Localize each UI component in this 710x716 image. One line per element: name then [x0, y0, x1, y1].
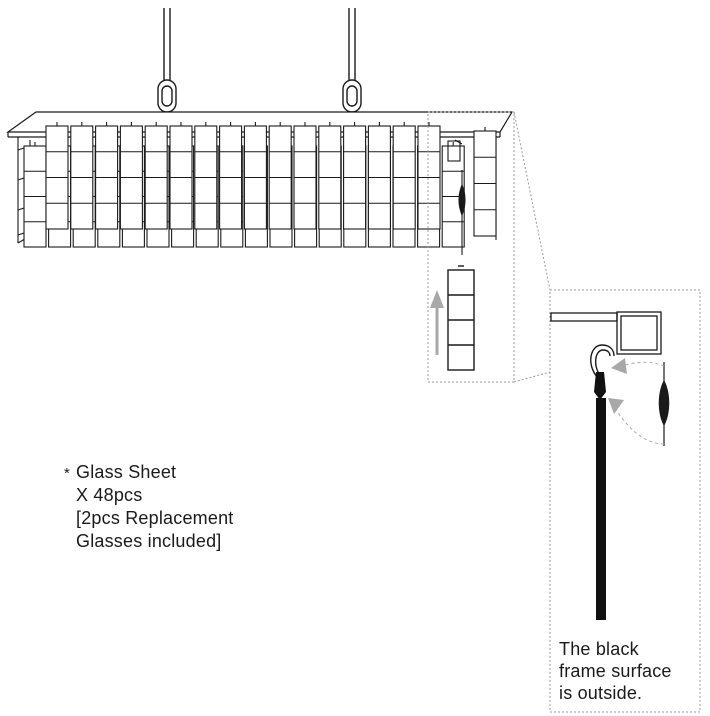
- glass-panel-back: [23, 142, 47, 248]
- glass-panel-front: [169, 122, 193, 230]
- glass-panel-front: [367, 122, 391, 230]
- detail-callout-large: [549, 289, 701, 713]
- detail-callout-small: [427, 111, 515, 383]
- glass-panel-front: [95, 122, 119, 230]
- frame-surface-caption: The black frame surface is outside.: [559, 638, 672, 704]
- glass-panel-front: [318, 122, 342, 230]
- glass-panel-row: [23, 122, 497, 248]
- curved-arrow-heads: [608, 358, 627, 414]
- hanging-glass-panel: [447, 139, 466, 255]
- note-line-2: X 48pcs: [76, 485, 143, 505]
- glass-panel-front: [392, 122, 416, 230]
- glass-panel-front: [473, 127, 497, 237]
- note-line-3: [2pcs Replacement: [76, 508, 234, 528]
- caption-line-3: is outside.: [559, 683, 643, 703]
- detail-frame-bar: [550, 311, 662, 355]
- suspension-rod-left: [157, 8, 177, 113]
- glass-panel-front: [343, 122, 367, 230]
- glass-panel-front: [70, 122, 94, 230]
- detail-black-rod: [594, 372, 606, 620]
- glass-panel-front: [417, 122, 441, 230]
- caption-line-2: frame surface: [559, 661, 672, 681]
- glass-panel-back: [441, 142, 465, 248]
- detail-glass-side: [658, 362, 670, 446]
- caption-line-1: The black: [559, 639, 639, 659]
- callout-connector: [513, 111, 551, 383]
- note-asterisk: *: [64, 465, 71, 482]
- glass-panel-front: [293, 122, 317, 230]
- loose-glass-panel: [447, 265, 475, 371]
- glass-panel-front: [194, 122, 218, 230]
- note-line-1: Glass Sheet: [76, 462, 177, 482]
- glass-panel-front: [144, 122, 168, 230]
- suspension-rod-right: [342, 8, 362, 113]
- glass-sheet-note: * Glass Sheet X 48pcs [2pcs Replacement …: [62, 461, 233, 553]
- up-arrow-icon: [430, 290, 444, 355]
- detail-hook: [590, 344, 615, 379]
- glass-panel-front: [119, 122, 143, 230]
- glass-panel-front: [268, 122, 292, 230]
- glass-panel-front: [243, 122, 267, 230]
- glass-panel-front: [219, 122, 243, 230]
- glass-panel-front: [45, 122, 69, 230]
- note-line-4: Glasses included]: [76, 531, 222, 551]
